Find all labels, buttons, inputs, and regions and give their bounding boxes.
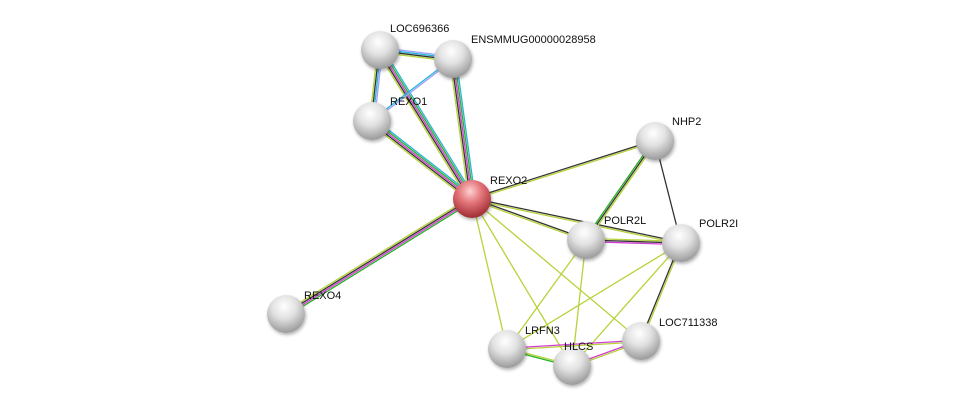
node-rexo4[interactable]: REXO4 xyxy=(267,290,341,333)
edge-line-textmining xyxy=(586,141,657,242)
node-sphere[interactable] xyxy=(662,224,700,262)
edge-line-coexpression xyxy=(378,50,472,201)
edge-REXO2-POLR2I[interactable] xyxy=(471,197,682,245)
edge-line-neighborhood xyxy=(453,58,475,199)
edge-line-experiments xyxy=(452,58,473,200)
node-sphere[interactable] xyxy=(361,31,399,69)
node-rexo1[interactable]: REXO1 xyxy=(353,96,427,140)
edge-line-textmining xyxy=(369,123,471,203)
node-polr2l[interactable]: POLR2L xyxy=(567,215,646,259)
edge-line-experiments xyxy=(506,339,641,349)
edge-REXO2-NHP2[interactable] xyxy=(471,139,656,201)
edge-line-neighborhood xyxy=(286,200,474,317)
edge-REXO2-LOC711338[interactable] xyxy=(471,198,642,342)
edge-line-experiments xyxy=(379,49,473,200)
edge-line-textmining xyxy=(506,239,587,350)
node-loc696366[interactable]: LOC696366 xyxy=(361,23,449,69)
edge-line-neighborhood xyxy=(584,139,655,240)
node-label: NHP2 xyxy=(672,116,701,128)
node-sphere[interactable] xyxy=(567,221,605,259)
edge-line-neighborhood xyxy=(380,48,474,199)
edge-LRFN3-LOC711338[interactable] xyxy=(506,339,642,351)
edge-line-experiments xyxy=(286,199,473,316)
edge-line-coexpression xyxy=(585,140,656,241)
node-label: LRFN3 xyxy=(525,325,560,337)
node-loc711338[interactable]: LOC711338 xyxy=(622,317,718,360)
edge-POLR2I-LRFN3[interactable] xyxy=(506,242,682,350)
edge-POLR2L-LRFN3[interactable] xyxy=(506,239,587,350)
edge-line-textmining xyxy=(471,199,681,245)
edge-POLR2L-HLCS[interactable] xyxy=(571,239,587,367)
edge-line-textmining xyxy=(449,59,470,200)
edge-NHP2-POLR2L[interactable] xyxy=(584,139,657,242)
edge-line-databases xyxy=(455,58,476,199)
edge-line-coexpression xyxy=(472,197,682,243)
node-sphere[interactable] xyxy=(636,122,674,160)
node-sphere[interactable] xyxy=(622,322,660,360)
edge-line-databases xyxy=(382,47,476,198)
edge-line-experiments xyxy=(371,120,473,200)
edge-line-coexpression xyxy=(471,139,655,199)
edge-line-textmining xyxy=(507,341,642,351)
edge-ENSMMUG00000028958-REXO2[interactable] xyxy=(449,58,476,200)
edge-POLR2I-HLCS[interactable] xyxy=(571,242,682,367)
node-label: ENSMMUG00000028958 xyxy=(471,34,596,46)
node-label: LOC696366 xyxy=(390,23,449,35)
node-nhp2[interactable]: NHP2 xyxy=(636,116,701,160)
node-rexo2[interactable]: REXO2 xyxy=(453,175,527,218)
edge-line-textmining xyxy=(471,198,573,367)
node-polr2i[interactable]: POLR2I xyxy=(662,218,738,262)
node-sphere[interactable] xyxy=(434,40,472,78)
edge-line-textmining xyxy=(471,198,642,342)
node-label: HLCS xyxy=(564,341,593,353)
edge-line-textmining xyxy=(571,242,682,367)
node-sphere[interactable] xyxy=(453,180,491,218)
edge-line-textmining xyxy=(571,239,587,367)
node-sphere[interactable] xyxy=(267,295,305,333)
edge-line-coexpression xyxy=(472,197,587,240)
edge-line-textmining xyxy=(376,51,470,202)
edge-LOC696366-REXO2[interactable] xyxy=(376,47,476,202)
node-label: REXO4 xyxy=(304,290,341,302)
node-lrfn3[interactable]: LRFN3 xyxy=(488,325,560,368)
node-sphere[interactable] xyxy=(553,347,591,385)
edge-REXO2-LRFN3[interactable] xyxy=(471,198,508,350)
node-hlcs[interactable]: HLCS xyxy=(553,341,593,385)
edge-line-databases xyxy=(373,117,475,197)
edge-line-textmining xyxy=(284,196,472,313)
node-label: POLR2I xyxy=(699,218,738,230)
edge-REXO1-REXO2[interactable] xyxy=(369,117,475,203)
node-label: LOC711338 xyxy=(659,317,718,329)
node-ensmmug00000028958[interactable]: ENSMMUG00000028958 xyxy=(434,34,596,78)
edge-REXO2-HLCS[interactable] xyxy=(471,198,573,367)
edge-REXO2-REXO4[interactable] xyxy=(284,196,474,317)
edge-line-coexpression xyxy=(450,59,472,200)
edge-line-coexpression xyxy=(285,197,472,314)
edge-line-coexpression xyxy=(370,121,472,201)
edge-line-textmining xyxy=(506,242,682,350)
edge-REXO2-POLR2L[interactable] xyxy=(471,197,587,242)
node-label: REXO1 xyxy=(390,96,427,108)
edge-line-textmining xyxy=(472,141,656,201)
node-sphere[interactable] xyxy=(353,102,391,140)
edge-line-textmining xyxy=(471,198,508,350)
edge-line-textmining xyxy=(471,199,586,242)
node-label: REXO2 xyxy=(490,175,527,187)
node-label: POLR2L xyxy=(604,215,646,227)
edge-line-neighborhood xyxy=(372,119,474,199)
node-sphere[interactable] xyxy=(488,330,526,368)
